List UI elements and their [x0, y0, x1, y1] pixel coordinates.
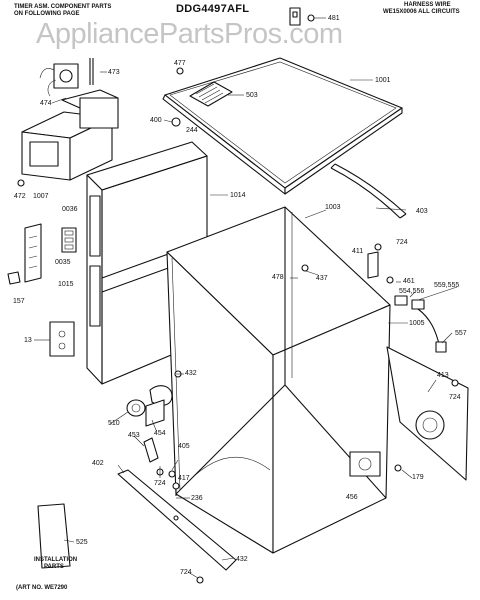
part-label: 724 [449, 394, 461, 401]
leader-lines [34, 17, 458, 579]
leveling-legs [156, 464, 402, 584]
part-label: 1001 [375, 77, 391, 84]
installation-bag [37, 503, 71, 569]
cover-plate [49, 321, 75, 357]
installation-label-line1: INSTALLATION [34, 557, 78, 563]
part-label: 724 [396, 239, 408, 246]
art-number: (ART NO. WE7290 [16, 585, 68, 591]
model-number: DDG4497AFL [176, 3, 250, 15]
part-label: 244 [186, 127, 198, 134]
part-label: 456 [346, 494, 358, 501]
timer-cover-box [21, 89, 119, 181]
part-label: 525 [76, 539, 88, 546]
part-label: 478 [272, 274, 284, 281]
part-label: 503 [246, 92, 258, 99]
part-label: 1014 [230, 192, 246, 199]
part-label: 724 [180, 569, 192, 576]
part-label: 157 [13, 298, 25, 305]
part-label: 554,556 [399, 288, 425, 295]
control-bracket [24, 223, 42, 283]
part-label: 1003 [325, 204, 341, 211]
part-label: 1007 [33, 193, 49, 200]
timer-note-line1: TIMER ASM. COMPONENT PARTS [14, 4, 112, 10]
cabinet [166, 206, 391, 554]
top-panel [162, 57, 403, 195]
harness-note-line1: HARNESS WIRE [404, 2, 451, 8]
part-label: 724 [154, 480, 166, 487]
installation-label-line2: PARTS [44, 564, 64, 570]
part-label: 1005 [409, 320, 425, 327]
part-label: 179 [412, 474, 424, 481]
part-label: 477 [174, 60, 186, 67]
control-switch [61, 227, 77, 253]
part-label: 402 [92, 460, 104, 467]
part-label: 481 [328, 15, 340, 22]
door-latch [126, 385, 173, 463]
screw-472 [17, 179, 25, 187]
part-label: 432 [185, 370, 197, 377]
part-label: 432 [236, 556, 248, 563]
part-label: 454 [154, 430, 166, 437]
part-label: 0035 [55, 259, 71, 266]
power-cord [394, 295, 447, 353]
hinge-clip [289, 7, 301, 26]
part-label: 474 [40, 100, 52, 107]
part-label: 473 [108, 69, 120, 76]
part-label: 13 [24, 337, 32, 344]
part-label: 0036 [62, 206, 78, 213]
timer-assembly [39, 58, 94, 97]
part-label: 559,555 [434, 282, 460, 289]
part-label: 510 [108, 420, 120, 427]
part-label: 417 [178, 475, 190, 482]
part-label: 453 [128, 432, 140, 439]
harness-note-line2: WE15X0006 ALL CIRCUITS [383, 9, 460, 15]
control-panel-label [189, 81, 233, 107]
part-label: 403 [416, 208, 428, 215]
part-label: 437 [316, 275, 328, 282]
part-label: 472 [14, 193, 26, 200]
part-label: 413 [437, 372, 449, 379]
part-label: 1015 [58, 281, 74, 288]
trim-strip [330, 163, 407, 219]
timer-note-line2: ON FOLLOWING PAGE [14, 11, 80, 17]
part-label: 236 [191, 495, 203, 502]
screws [171, 14, 459, 387]
kick-panel [117, 469, 237, 571]
part-label: 557 [455, 330, 467, 337]
part-label: 461 [403, 278, 415, 285]
part-label: 411 [352, 248, 364, 255]
part-label: 405 [178, 443, 190, 450]
knob [7, 271, 21, 285]
part-label: 400 [150, 117, 162, 124]
side-panel-413 [386, 346, 469, 481]
bracket-411 [367, 251, 379, 279]
